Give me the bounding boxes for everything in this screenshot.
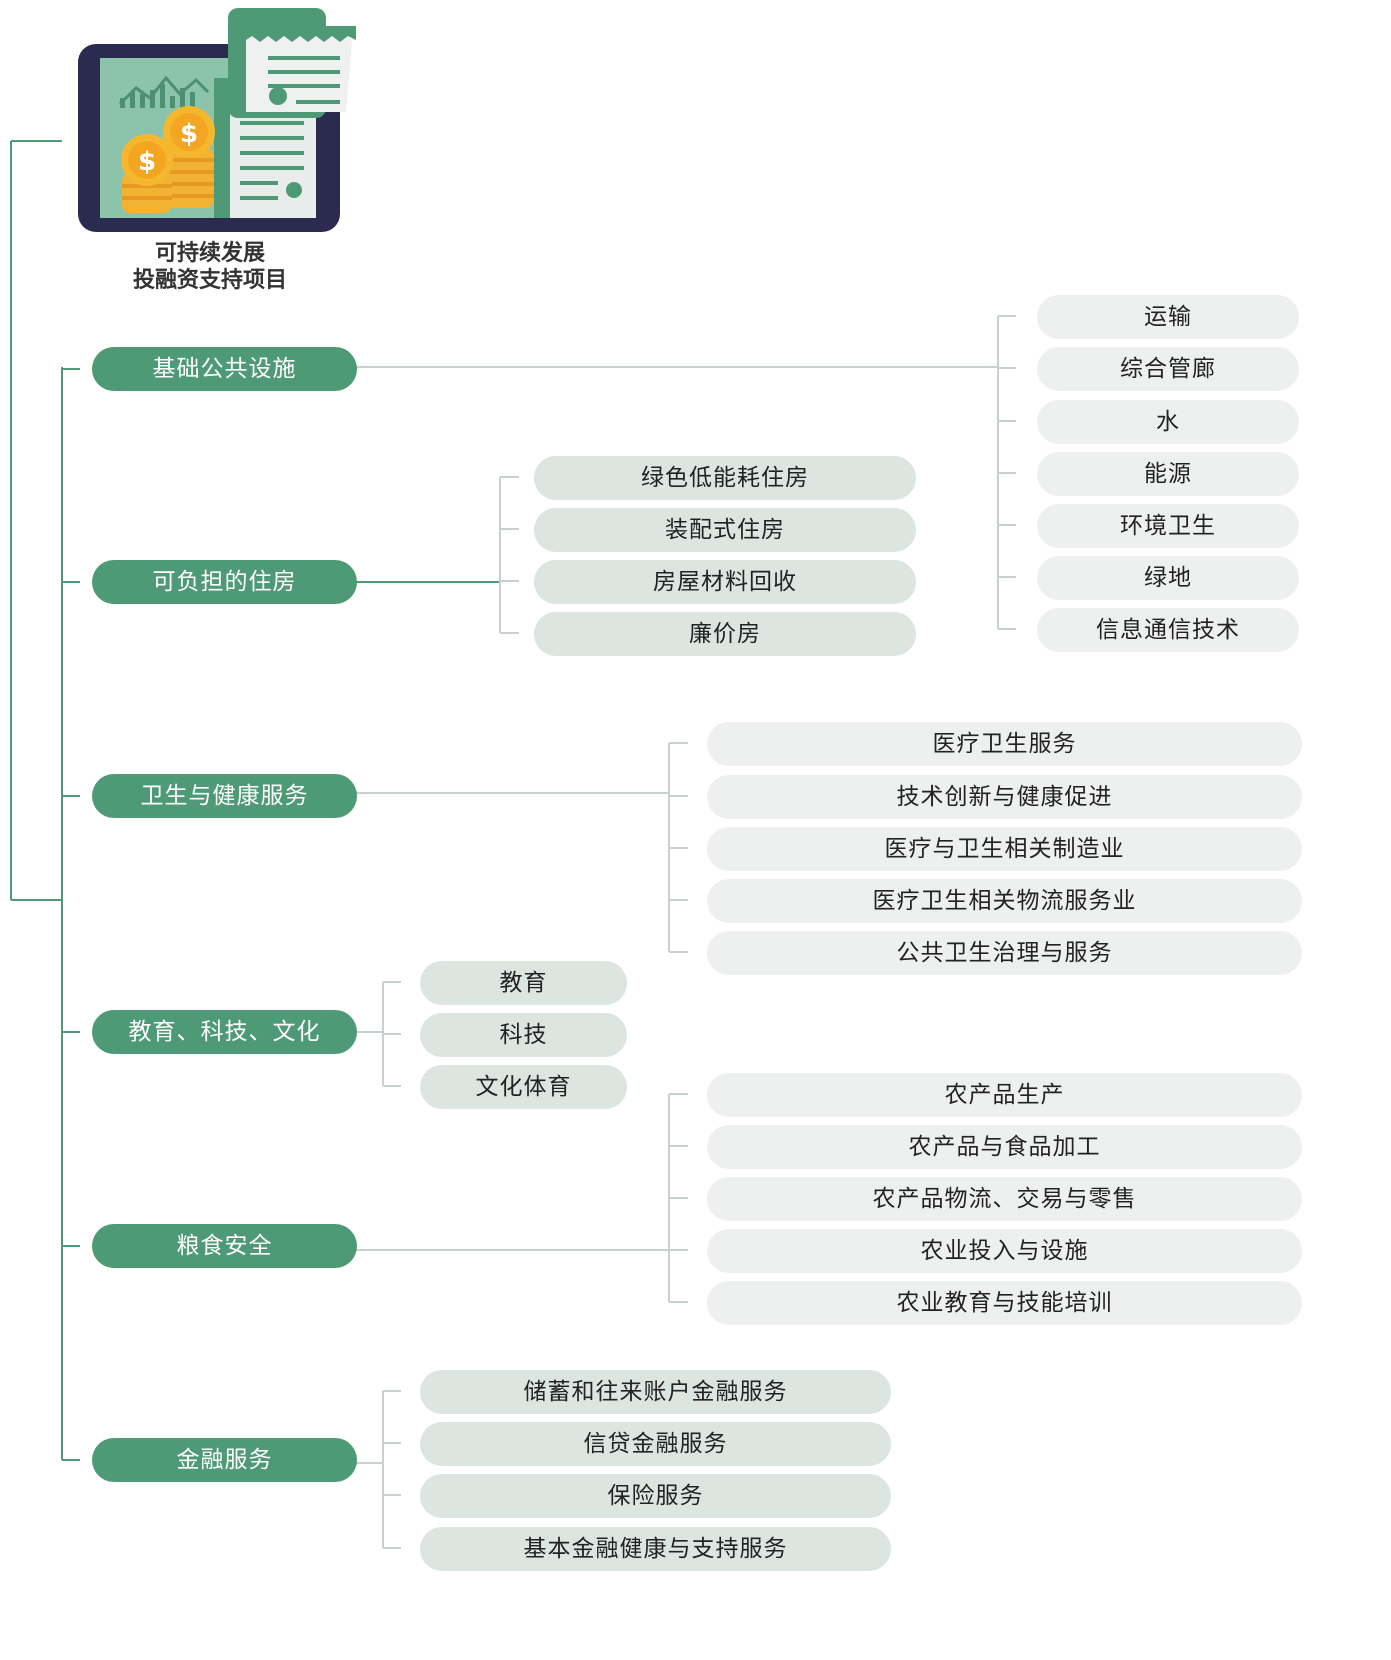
leaf-food-processing: 农产品与食品加工: [707, 1125, 1302, 1169]
category-education-tech-culture: 教育、科技、文化: [92, 1010, 357, 1054]
leaf-culture-sports: 文化体育: [420, 1065, 627, 1109]
category-health-services: 卫生与健康服务: [92, 774, 357, 818]
leaf-low-cost-housing: 廉价房: [534, 612, 916, 656]
leaf-utility-tunnel: 综合管廊: [1037, 347, 1299, 391]
leaf-health-innovation: 技术创新与健康促进: [707, 775, 1302, 819]
leaf-ict: 信息通信技术: [1037, 608, 1299, 652]
leaf-energy: 能源: [1037, 452, 1299, 496]
leaf-savings-accounts: 储蓄和往来账户金融服务: [420, 1370, 891, 1414]
leaf-education: 教育: [420, 961, 627, 1005]
leaf-public-health-governance: 公共卫生治理与服务: [707, 931, 1302, 975]
category-affordable-housing: 可负担的住房: [92, 560, 357, 604]
leaf-technology: 科技: [420, 1013, 627, 1057]
finance-report-coins-icon: $ $: [78, 8, 356, 232]
leaf-medical-manufacturing: 医疗与卫生相关制造业: [707, 827, 1302, 871]
leaf-prefab-housing: 装配式住房: [534, 508, 916, 552]
category-food-security: 粮食安全: [92, 1224, 357, 1268]
leaf-medical-logistics: 医疗卫生相关物流服务业: [707, 879, 1302, 923]
leaf-green-space: 绿地: [1037, 556, 1299, 600]
svg-text:$: $: [138, 147, 156, 177]
leaf-insurance-services: 保险服务: [420, 1474, 891, 1518]
title-line-2: 投融资支持项目: [132, 268, 287, 293]
leaf-green-housing: 绿色低能耗住房: [534, 456, 916, 500]
leaf-agri-education: 农业教育与技能培训: [707, 1281, 1302, 1325]
leaf-agri-logistics-retail: 农产品物流、交易与零售: [707, 1177, 1302, 1221]
leaf-water: 水: [1037, 400, 1299, 444]
leaf-medical-services: 医疗卫生服务: [707, 722, 1302, 766]
leaf-sanitation: 环境卫生: [1037, 504, 1299, 548]
category-financial-services: 金融服务: [92, 1438, 357, 1482]
leaf-material-recycling: 房屋材料回收: [534, 560, 916, 604]
leaf-financial-health: 基本金融健康与支持服务: [420, 1527, 891, 1571]
diagram-title: 可持续发展 投融资支持项目: [100, 240, 320, 294]
leaf-agri-production: 农产品生产: [707, 1073, 1302, 1117]
category-infrastructure: 基础公共设施: [92, 347, 357, 391]
leaf-agri-inputs: 农业投入与设施: [707, 1229, 1302, 1273]
leaf-credit-services: 信贷金融服务: [420, 1422, 891, 1466]
leaf-transport: 运输: [1037, 295, 1299, 339]
title-line-1: 可持续发展: [154, 241, 265, 266]
svg-text:$: $: [180, 119, 198, 149]
